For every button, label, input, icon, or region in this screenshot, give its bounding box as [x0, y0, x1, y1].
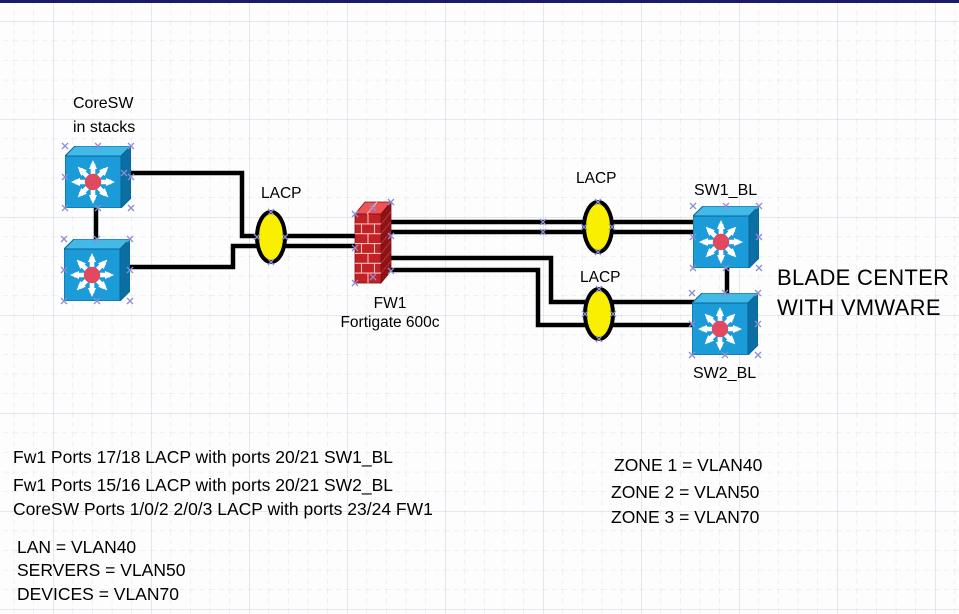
- window-top-edge: [0, 0, 959, 3]
- connector-fw-to-sw2-b[interactable]: [391, 267, 694, 328]
- sw1-bl-switch-icon[interactable]: [693, 206, 759, 268]
- firewall-caption: FW1 Fortigate 600c: [320, 294, 460, 332]
- connector-coresw1-to-fw[interactable]: [124, 170, 356, 239]
- blade-center-caption: BLADE CENTER WITH VMWARE: [777, 263, 949, 322]
- connector-coresw2-to-fw[interactable]: [122, 243, 356, 270]
- note-vlan-line2: SERVERS = VLAN50: [17, 560, 186, 580]
- note-zone-line1: ZONE 1 = VLAN40: [614, 455, 763, 475]
- note-zone-line2: ZONE 2 = VLAN50: [611, 482, 760, 502]
- lacp-left-label: LACP: [261, 185, 302, 202]
- coresw-title: CoreSW: [73, 95, 134, 112]
- lacp-top-label: LACP: [576, 170, 617, 187]
- blade-center-line1: BLADE CENTER: [777, 265, 950, 290]
- lacp-ellipse-top[interactable]: [582, 200, 614, 254]
- note-vlan-line1: LAN = VLAN40: [17, 537, 137, 557]
- note-ports-line2: Fw1 Ports 15/16 LACP with ports 20/21 SW…: [13, 475, 394, 495]
- note-zone-line3: ZONE 3 = VLAN70: [611, 507, 760, 527]
- note-ports-line1: Fw1 Ports 17/18 LACP with ports 20/21 SW…: [13, 447, 394, 467]
- firewall-model: Fortigate 600c: [340, 314, 440, 331]
- firewall-name: FW1: [373, 295, 407, 312]
- coresw-switch-2-icon[interactable]: [64, 239, 130, 301]
- note-ports-line3: CoreSW Ports 1/0/2 2/0/3 LACP with ports…: [13, 499, 433, 519]
- connector-fw-to-sw2-a[interactable]: [391, 255, 694, 305]
- sw2-bl-switch-icon[interactable]: [692, 293, 758, 355]
- blade-center-line2: WITH VMWARE: [777, 294, 941, 320]
- lacp-ellipse-bottom[interactable]: [583, 287, 615, 341]
- coresw-subtitle: in stacks: [73, 119, 136, 136]
- lacp-bottom-label: LACP: [580, 269, 621, 286]
- firewall-icon[interactable]: [354, 200, 392, 285]
- note-vlan-line3: DEVICES = VLAN70: [17, 584, 179, 604]
- coresw-switch-1-icon[interactable]: [65, 146, 131, 208]
- sw2-label: SW2_BL: [693, 365, 757, 382]
- sw1-label: SW1_BL: [694, 182, 758, 199]
- lacp-ellipse-left[interactable]: [255, 210, 287, 264]
